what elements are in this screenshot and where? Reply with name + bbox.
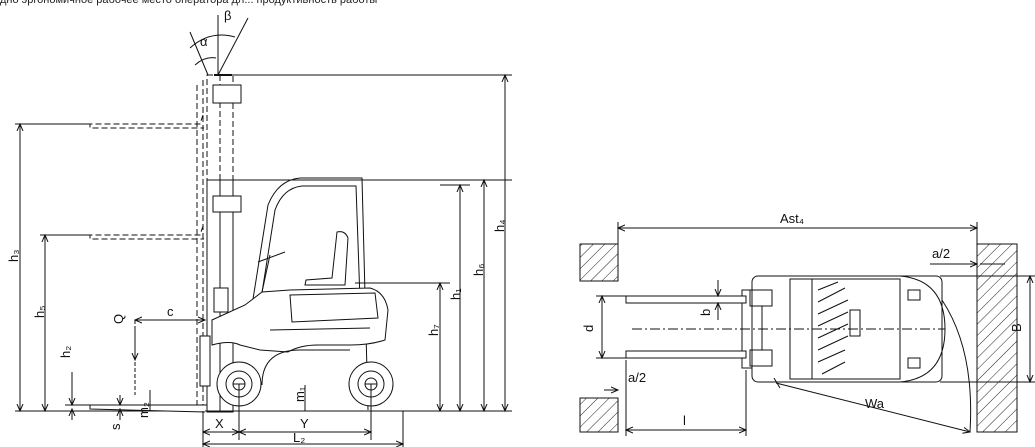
- label-h3: h₃: [6, 249, 21, 262]
- label-b: b: [698, 309, 713, 316]
- label-d: d: [581, 325, 596, 332]
- label-h1: h₁: [448, 288, 463, 300]
- label-h7: h₇: [426, 324, 441, 336]
- truck-body: [211, 287, 389, 353]
- top-fork-upper: [625, 295, 747, 304]
- mast-top-roller: [212, 84, 242, 104]
- steering-column: [257, 251, 286, 293]
- label-L2: L₂: [293, 430, 305, 445]
- rack-left-bottom: [579, 397, 619, 433]
- label-beta: β: [224, 8, 231, 23]
- label-a2-bottom: a/2: [628, 370, 646, 385]
- raised-forks: [89, 114, 204, 240]
- mast-roller-lower: [212, 195, 242, 213]
- label-Ast4: Ast₄: [780, 211, 804, 226]
- label-h2: h₂: [58, 346, 73, 358]
- label-m2: m₂: [136, 402, 151, 418]
- label-alpha: α: [200, 34, 208, 49]
- top-view-labels: Ast₄ a/2 d b B a/2 l Wa: [581, 211, 1024, 428]
- label-l: l: [683, 413, 686, 428]
- top-view: [579, 222, 1035, 436]
- label-c: c: [167, 304, 174, 319]
- counterweight-slats: [817, 281, 849, 375]
- lowered-fork: [89, 338, 208, 413]
- rack-left-top: [579, 243, 619, 282]
- turning-arc: [941, 299, 972, 433]
- label-h6: h₆: [471, 264, 486, 276]
- label-h4: h₄: [492, 219, 507, 232]
- label-s: s: [108, 423, 123, 430]
- mast-roller-mid: [213, 287, 229, 313]
- side-view: [15, 15, 512, 447]
- operator-seat: [304, 231, 349, 286]
- rack-right: [976, 243, 1018, 433]
- page-caption: дно эргономичное рабочее место оператора…: [0, 0, 378, 6]
- label-h5: h₅: [32, 306, 47, 318]
- label-m1: m₁: [292, 386, 307, 402]
- side-view-labels: α β h₃ h₅ h₄ h₆ h₁ h₇ h₂ Q c s m₂ m₁ X Y…: [6, 8, 507, 445]
- tilt-angle-marks: [189, 15, 249, 76]
- label-X: X: [215, 416, 224, 431]
- label-Y: Y: [300, 416, 309, 431]
- overhead-guard: [249, 177, 369, 411]
- label-a2-top: a/2: [932, 246, 950, 261]
- label-B: B: [1009, 323, 1024, 332]
- label-Wa: Wa: [865, 396, 885, 411]
- label-Q: Q: [111, 314, 126, 324]
- top-fork-lower: [625, 350, 747, 359]
